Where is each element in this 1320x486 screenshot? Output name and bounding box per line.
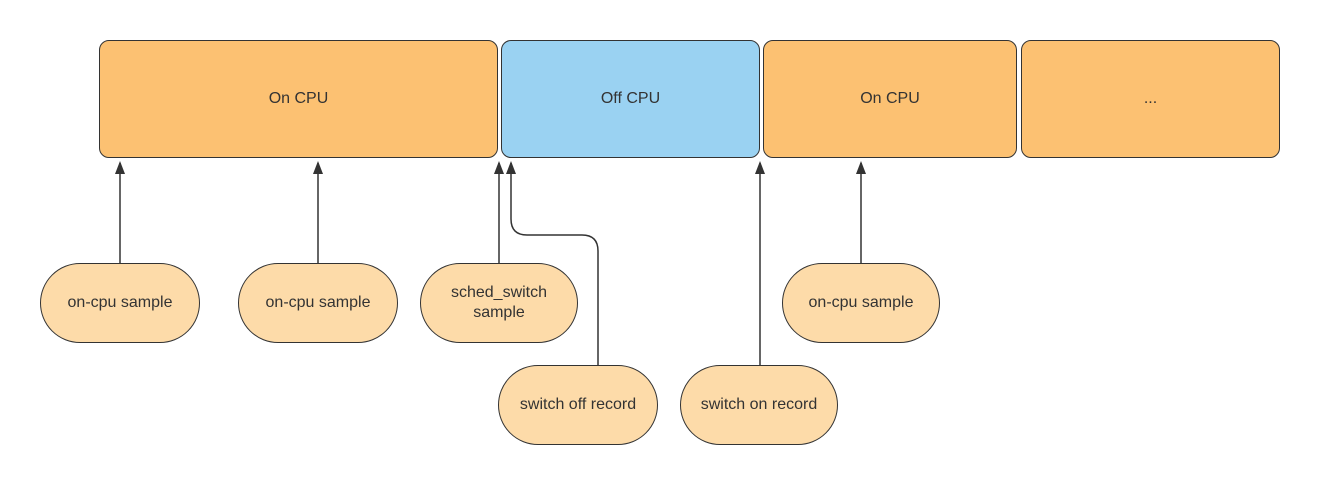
segment-label: ... — [1143, 90, 1158, 107]
segment-label: On CPU — [860, 90, 920, 107]
annotation-label: on-cpu sample — [265, 294, 371, 311]
annotation-pill-switch-on-record: switch on record — [680, 365, 838, 445]
annotation-label: switch on record — [700, 396, 818, 413]
annotation-label: on-cpu sample — [67, 294, 173, 311]
timeline-segment-ellipsis: ... — [1021, 40, 1280, 158]
arrow-switch-off-record — [506, 161, 599, 365]
annotation-pill-sched-switch-sample: sched_switch sample — [420, 263, 578, 343]
segment-label: On CPU — [268, 90, 329, 107]
timeline-segment-on-cpu-1: On CPU — [99, 40, 498, 158]
annotation-pill-on-cpu-sample-3: on-cpu sample — [782, 263, 940, 343]
annotation-pill-on-cpu-sample-2: on-cpu sample — [238, 263, 398, 343]
timeline-segment-on-cpu-2: On CPU — [763, 40, 1017, 158]
annotation-label: sched_switch sample — [450, 284, 548, 321]
annotation-pill-switch-off-record: switch off record — [498, 365, 658, 445]
annotation-label: on-cpu sample — [808, 294, 914, 311]
segment-label: Off CPU — [600, 90, 661, 107]
timeline-segment-off-cpu: Off CPU — [501, 40, 760, 158]
annotation-label: switch off record — [519, 396, 637, 413]
annotation-pill-on-cpu-sample-1: on-cpu sample — [40, 263, 200, 343]
